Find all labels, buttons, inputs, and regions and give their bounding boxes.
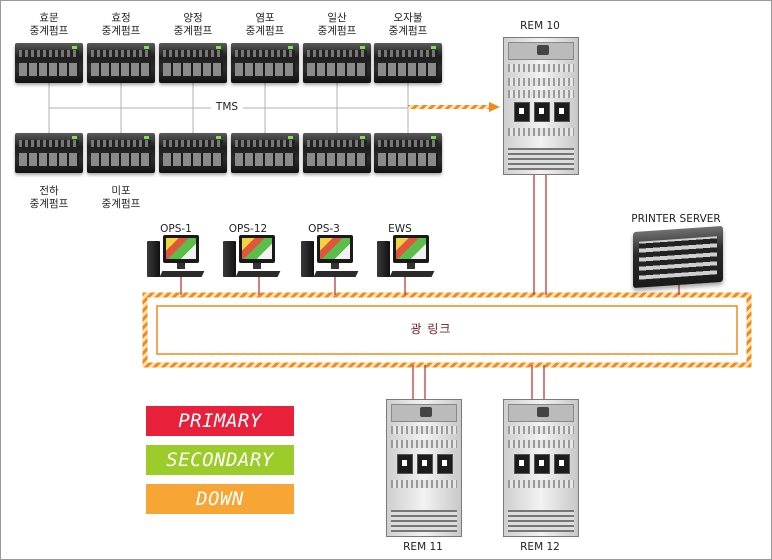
rem11-rack[interactable] bbox=[386, 399, 462, 537]
pump-server-5[interactable] bbox=[303, 133, 371, 173]
legend-down-label: DOWN bbox=[196, 488, 244, 510]
rem11-label: REM 11 bbox=[403, 541, 443, 553]
optical-ring-outer bbox=[142, 292, 752, 368]
pump-server-hyomun[interactable] bbox=[15, 43, 83, 83]
legend-secondary-label: SECONDARY bbox=[166, 449, 274, 471]
rem10-rack[interactable] bbox=[503, 37, 579, 175]
pump-label-mipo: 미포 중계펌프 bbox=[91, 185, 151, 211]
pump-server-yeompo[interactable] bbox=[231, 43, 299, 83]
ews-label: EWS bbox=[388, 223, 412, 235]
ops12-workstation[interactable] bbox=[223, 235, 281, 279]
pump-type: 중계펌프 bbox=[388, 25, 428, 37]
pump-server-ojabul[interactable] bbox=[374, 43, 442, 83]
pump-name: 전하 bbox=[39, 185, 59, 197]
pump-name: 오자불 bbox=[393, 12, 423, 24]
ops12-label: OPS-12 bbox=[228, 223, 268, 235]
printer-server[interactable] bbox=[633, 225, 723, 289]
pump-type: 중계펌프 bbox=[29, 198, 69, 210]
pump-label-ilsan: 일산 중계펌프 bbox=[307, 12, 367, 38]
pump-server-4[interactable] bbox=[231, 133, 299, 173]
pump-name: 미포 bbox=[111, 185, 131, 197]
tms-arrow-head bbox=[489, 102, 500, 112]
pump-server-yangjeong[interactable] bbox=[159, 43, 227, 83]
rem12-rack[interactable] bbox=[503, 399, 579, 537]
pump-name: 염포 bbox=[255, 12, 275, 24]
legend-secondary: SECONDARY bbox=[146, 445, 294, 475]
ops1-workstation[interactable] bbox=[147, 235, 205, 279]
pump-server-ilsan[interactable] bbox=[303, 43, 371, 83]
legend-down: DOWN bbox=[146, 484, 294, 514]
pump-server-hyojeong[interactable] bbox=[87, 43, 155, 83]
pump-label-hyojeong: 효정 중계펌프 bbox=[91, 12, 151, 38]
pump-name: 일산 bbox=[327, 12, 347, 24]
ews-workstation[interactable] bbox=[377, 235, 435, 279]
pump-label-yeompo: 염포 중계펌프 bbox=[235, 12, 295, 38]
legend-primary-label: PRIMARY bbox=[178, 410, 262, 432]
pump-server-3[interactable] bbox=[159, 133, 227, 173]
printer-server-label: PRINTER SERVER bbox=[631, 213, 721, 225]
pump-name: 양정 bbox=[183, 12, 203, 24]
pump-server-6[interactable] bbox=[374, 133, 442, 173]
rem10-label: REM 10 bbox=[520, 20, 560, 32]
pump-type: 중계펌프 bbox=[317, 25, 357, 37]
pump-label-ojabul: 오자불 중계펌프 bbox=[378, 12, 438, 38]
pump-server-mipo[interactable] bbox=[87, 133, 155, 173]
optical-link-label: 광 링크 bbox=[410, 322, 452, 336]
pump-type: 중계펌프 bbox=[29, 25, 69, 37]
optical-ring-inner bbox=[156, 305, 738, 355]
pump-type: 중계펌프 bbox=[173, 25, 213, 37]
pump-name: 효문 bbox=[39, 12, 59, 24]
pump-server-jeonha[interactable] bbox=[15, 133, 83, 173]
ops1-label: OPS-1 bbox=[160, 223, 192, 235]
pump-type: 중계펌프 bbox=[101, 198, 141, 210]
pump-type: 중계펌프 bbox=[101, 25, 141, 37]
pump-type: 중계펌프 bbox=[245, 25, 285, 37]
tms-label: TMS bbox=[211, 101, 243, 114]
ops3-label: OPS-3 bbox=[308, 223, 340, 235]
rem12-label: REM 12 bbox=[520, 541, 560, 553]
pump-label-jeonha: 전하 중계펌프 bbox=[19, 185, 79, 211]
ops3-workstation[interactable] bbox=[301, 235, 359, 279]
pump-label-yangjeong: 양정 중계펌프 bbox=[163, 12, 223, 38]
pump-label-hyomun: 효문 중계펌프 bbox=[19, 12, 79, 38]
legend-primary: PRIMARY bbox=[146, 406, 294, 436]
pump-name: 효정 bbox=[111, 12, 131, 24]
